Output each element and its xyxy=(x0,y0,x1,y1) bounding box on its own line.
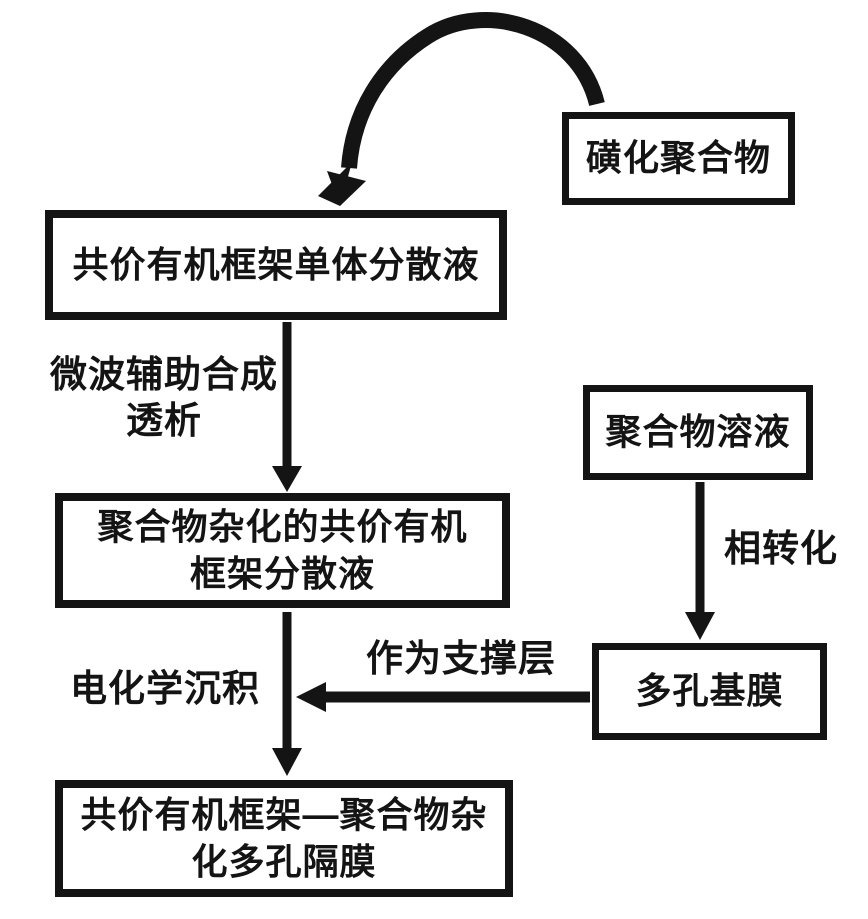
edge-label-support-layer: 作为支撑层 xyxy=(366,638,556,679)
box-porous-base-membrane-label: 多孔基膜 xyxy=(635,670,784,712)
box-polymer-solution: 聚合物溶液 xyxy=(583,385,813,480)
box-cof-monomer-dispersion-label: 共价有机框架单体分散液 xyxy=(72,243,480,285)
box-cof-polymer-hybrid-separator: 共价有机框架—聚合物杂 化多孔隔膜 xyxy=(55,780,513,897)
box-cof-polymer-hybrid-separator-line1: 共价有机框架—聚合物杂 xyxy=(80,793,488,835)
edge-label-phase-inversion: 相转化 xyxy=(724,528,838,569)
box-cof-monomer-dispersion: 共价有机框架单体分散液 xyxy=(45,210,507,320)
down-arrow-synthesis-icon xyxy=(272,322,302,492)
edge-label-microwave-line1: 微波辅助合成 xyxy=(50,354,278,395)
edge-label-microwave-synthesis: 微波辅助合成 透析 xyxy=(38,352,290,445)
edge-label-electrodeposition: 电化学沉积 xyxy=(70,668,260,709)
box-cof-polymer-hybrid-separator-line2: 化多孔隔膜 xyxy=(191,840,377,882)
box-polymer-solution-label: 聚合物溶液 xyxy=(605,411,791,453)
box-polymer-hybrid-cof-dispersion-line1: 聚合物杂化的共价有机 xyxy=(97,505,468,547)
box-polymer-hybrid-cof-dispersion-line2: 框架分散液 xyxy=(189,552,375,594)
left-arrow-support-icon xyxy=(296,682,590,712)
box-sulfonated-polymer-label: 磺化聚合物 xyxy=(585,137,771,179)
down-arrow-deposition-icon xyxy=(272,612,302,776)
edge-label-microwave-line2: 透析 xyxy=(126,400,202,442)
down-arrow-phase-inversion-icon xyxy=(685,482,715,640)
curved-arrow-icon xyxy=(318,12,605,206)
box-porous-base-membrane: 多孔基膜 xyxy=(592,643,827,740)
box-polymer-hybrid-cof-dispersion: 聚合物杂化的共价有机 框架分散液 xyxy=(55,493,510,608)
box-sulfonated-polymer: 磺化聚合物 xyxy=(562,112,795,205)
